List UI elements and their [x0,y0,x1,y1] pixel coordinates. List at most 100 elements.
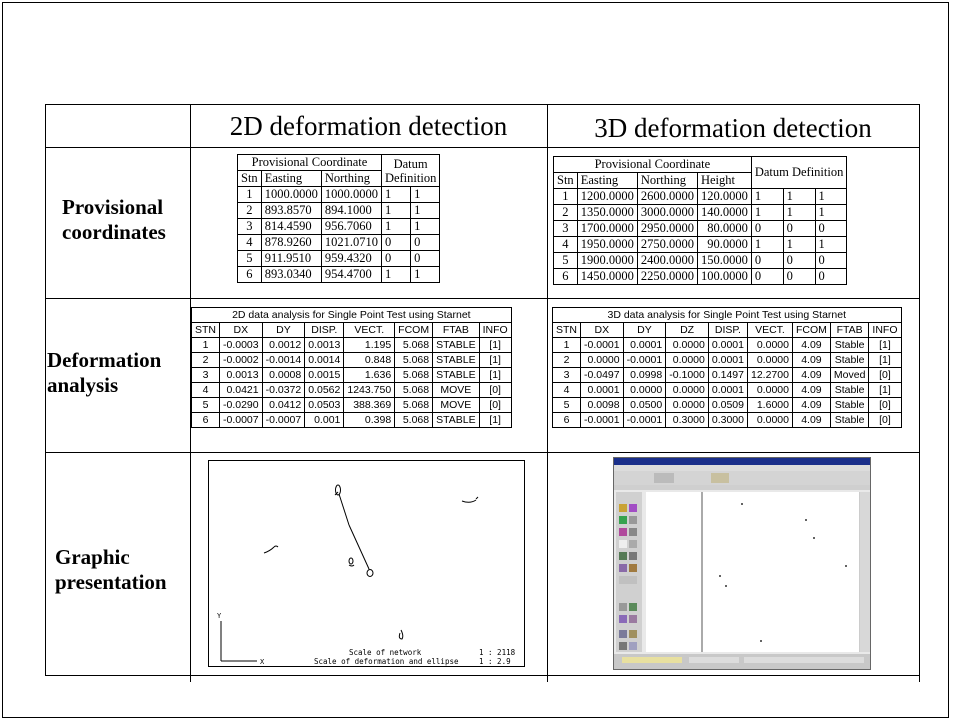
table-cell: 5 [237,250,262,267]
table-cell: 0 [782,220,816,237]
header-cell: DX [580,322,624,338]
row-label-graphic: Graphic presentation [55,545,167,595]
table-cell: 1 [410,186,441,203]
table-cell: 893.0340 [260,266,322,283]
table-cell: 3 [553,220,578,237]
table-cell: 6 [191,412,220,428]
table-cell: 5.068 [394,412,434,428]
table-cell: [1] [868,352,902,368]
header-3d: 3D deformation detection [594,113,872,143]
caption-cell: 2D data analysis for Single Point Test u… [191,307,512,323]
table-cell: 956.7060 [320,218,382,235]
table-cell: 5.068 [394,397,434,413]
table-cell: 3 [552,367,581,383]
row-label-line: presentation [55,570,167,594]
caption-cell: Datum Definition [380,154,441,187]
caption-cell: 3D data analysis for Single Point Test u… [552,307,902,323]
table-cell: Stable [829,337,870,353]
table-cell: 1 [410,202,441,219]
header-cell: INFO [478,322,512,338]
table-cell: 5 [553,252,578,269]
table-cell: [1] [868,382,902,398]
table-cell: 1000.0000 [320,186,382,203]
table-cell: 4.09 [791,337,831,353]
table-cell: 2750.0000 [636,236,698,253]
table-cell: 1.636 [343,367,396,383]
table-cell: 140.0000 [696,204,752,221]
table-cell: 0.0014 [304,352,345,368]
table-cell: 6 [237,266,262,283]
table-cell: 0.0000 [622,382,667,398]
table-cell: Stable [829,352,870,368]
header-cell: FTAB [829,322,870,338]
x-axis-label: X [260,658,265,666]
table-cell: [0] [868,367,902,383]
table-cell: STABLE [432,412,480,428]
table-cell: 893.8570 [260,202,322,219]
table-cell: -0.0007 [219,412,263,428]
header-cell: Northing [636,172,698,189]
table-cell: 388.369 [343,397,396,413]
table-cell: 0 [410,250,441,267]
table-cell: 0.3000 [665,412,709,428]
header-cell: FCOM [394,322,434,338]
table-cell: 0 [410,234,441,251]
table-cell: 1200.0000 [576,188,638,205]
table-cell: [0] [868,412,902,428]
table-cell: 0.0503 [304,397,345,413]
table-cell: 5.068 [394,337,434,353]
table-cell: [1] [868,337,902,353]
grid-line [45,675,920,676]
table-cell: 0.0998 [622,367,667,383]
error-ellipse [348,564,355,567]
table-cell: 0.0001 [707,337,749,353]
table-cell: 1.195 [343,337,396,353]
table-cell: 3 [191,367,220,383]
slide-bottom-edge [2,717,949,718]
table-cell: 0.0000 [665,382,709,398]
table-cell: 0.0412 [261,397,306,413]
table-cell: 80.0000 [696,220,752,237]
table-cell: -0.0001 [580,412,624,428]
deformation-3d-table: 3D data analysis for Single Point Test u… [552,307,902,428]
table-cell: 0 [782,252,816,269]
scale-network-label: Scale of network [349,648,422,657]
table-cell: -0.0497 [580,367,624,383]
error-ellipse [273,545,279,548]
table-cell: 0.0000 [747,337,793,353]
table-cell: STABLE [432,352,480,368]
screenshot-image [614,458,870,669]
table-cell: 0.0500 [622,397,667,413]
table-cell: 5.068 [394,382,434,398]
header-cell: Northing [320,170,382,187]
table-cell: 1000.0000 [260,186,322,203]
table-cell: 911.9510 [260,250,322,267]
table-cell: 878.9260 [260,234,322,251]
row-label-line: coordinates [62,220,166,244]
table-cell: 0.0509 [707,397,749,413]
table-cell: 1 [380,186,412,203]
table-cell: MOVE [432,382,480,398]
scale-deformation-label: Scale of deformation and ellipse [314,657,459,666]
table-cell: 0 [380,234,412,251]
table-cell: MOVE [432,397,480,413]
table-cell: 1 [782,204,816,221]
caption-cell: Datum Definition [750,156,848,189]
error-ellipse [348,557,354,565]
table-cell: [1] [478,337,512,353]
table-cell: 4 [553,236,578,253]
deformation-plot-2d: Y X Scale of network 1 : 2118 Scale of d… [208,460,525,667]
